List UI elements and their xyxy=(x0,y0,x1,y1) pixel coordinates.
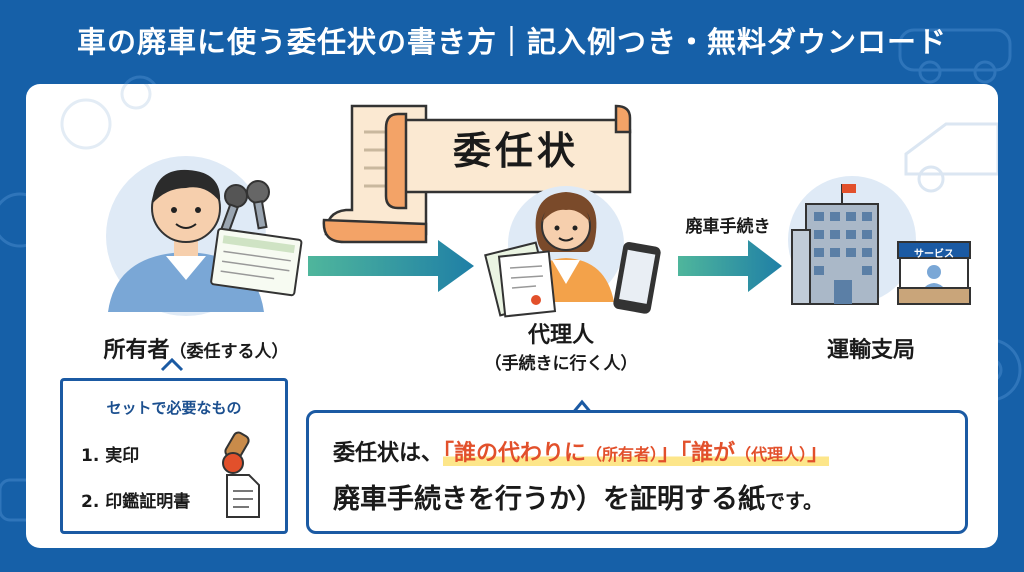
flow-arrow-2 xyxy=(678,240,782,292)
required-items-box: セットで必要なもの 1. 実印 2. 印鑑証明書 xyxy=(60,378,288,534)
owner-label: 所有者（委任する人） xyxy=(103,338,289,363)
service-sign: サービス xyxy=(914,249,954,260)
list-item: 2. 印鑑証明書 xyxy=(81,492,191,512)
smartphone-icon xyxy=(613,241,661,314)
procedure-label: 廃車手続き xyxy=(685,217,771,237)
explanation-box: 委任状は、「誰の代わりに（所有者）」「誰が（代理人）」 廃車手続きを行うか）を証… xyxy=(306,410,968,534)
agent-label: 代理人（手続きに行く人） xyxy=(484,323,638,374)
papers-icon xyxy=(484,241,557,318)
registration-card-icon xyxy=(210,227,303,297)
illustration xyxy=(60,84,998,415)
page-title: 車の廃車に使う委任状の書き方｜記入例つき・無料ダウンロード xyxy=(76,25,947,59)
office-building-icon xyxy=(788,176,971,305)
office-label: 運輸支局 xyxy=(826,338,915,363)
owner-avatar xyxy=(106,156,266,316)
document-title: 委任状 xyxy=(452,129,579,173)
explanation-line-1: 委任状は、「誰の代わりに（所有者）」「誰が（代理人）」 xyxy=(333,441,830,466)
flow-arrow-1 xyxy=(308,240,474,292)
explanation-line-2: 廃車手続きを行うか）を証明する紙です。 xyxy=(333,484,823,515)
seal-stamp-icon xyxy=(222,431,250,474)
main-card: 委任状 所有者（委任する人） 代理人（手続きに行く人） 廃車手続き 運輸支局 サ… xyxy=(26,84,998,548)
required-items-title: セットで必要なもの xyxy=(106,399,242,417)
list-item: 1. 実印 xyxy=(81,446,140,466)
certificate-document-icon xyxy=(226,474,260,518)
scroll-document-icon xyxy=(322,104,632,244)
